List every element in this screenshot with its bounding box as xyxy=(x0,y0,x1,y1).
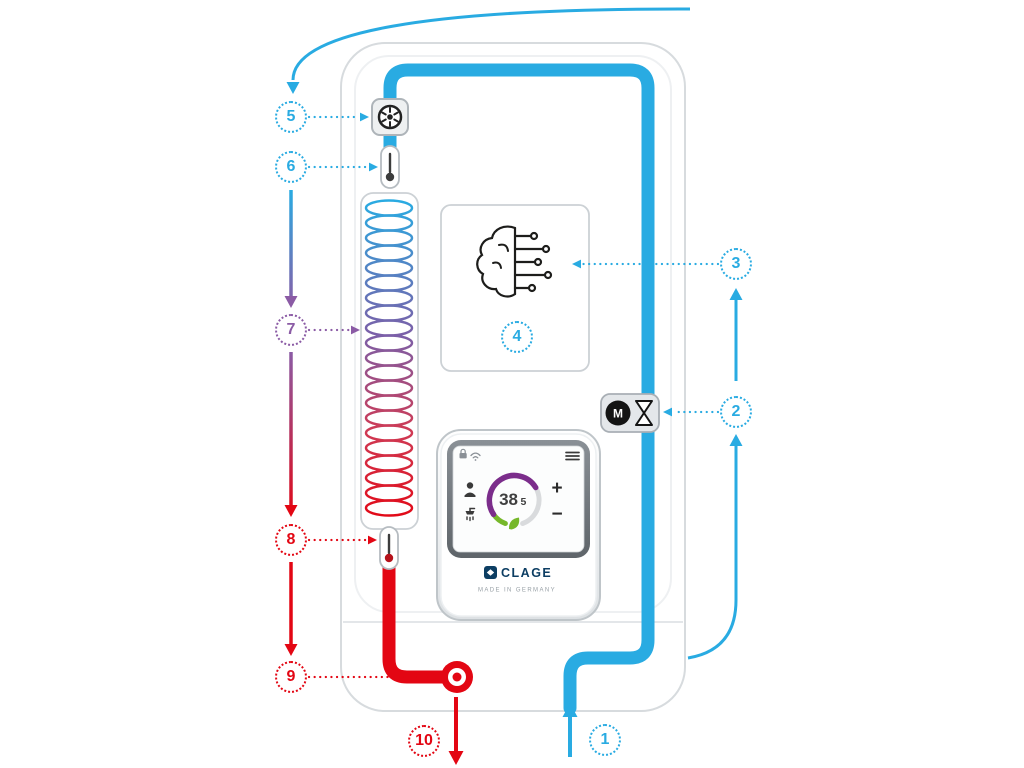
temperature-decimal: 5 xyxy=(521,496,527,508)
brain-circuit-icon xyxy=(476,225,553,298)
callout-5-flow-sensor: 5 xyxy=(275,101,307,133)
temperature-value: 38 xyxy=(499,490,518,509)
cold-water-pipe xyxy=(383,63,655,715)
menu-icon xyxy=(565,451,580,461)
heating-element-card xyxy=(360,192,419,530)
callout-6-inlet-sensor: 6 xyxy=(275,151,307,183)
brand-logo: CLAGE xyxy=(484,566,552,580)
made-in-label: MADE IN GERMANY xyxy=(478,588,556,594)
callout-2-motor-valve: 2 xyxy=(720,396,752,428)
wifi-icon xyxy=(470,452,481,461)
motor-valve-icon: M xyxy=(600,393,660,433)
hot-water-outlet-icon xyxy=(441,661,473,693)
control-panel: 38 5 + − CLAGE MADE IN GERMANY xyxy=(436,429,601,621)
shower-icon xyxy=(465,507,476,522)
callout-3-electronics: 3 xyxy=(720,248,752,280)
callout-8-outlet-sensor: 8 xyxy=(275,524,307,556)
callout-leader-lines xyxy=(307,115,720,679)
callout-1-cold-water-inlet: 1 xyxy=(589,724,621,756)
callout-leader-arrowheads xyxy=(351,112,672,682)
temperature-gauge-arc xyxy=(486,472,542,526)
callout-4-control-unit: 4 xyxy=(501,321,533,353)
inlet-thermometer-icon xyxy=(380,145,400,189)
flow-sensor-icon xyxy=(371,98,409,136)
plus-button: + xyxy=(551,478,562,499)
flow-direction-arrows xyxy=(284,7,743,765)
outlet-thermometer-icon xyxy=(379,526,399,570)
hot-water-pipe xyxy=(382,549,451,684)
electronics-card xyxy=(440,204,590,372)
display-screen xyxy=(452,445,585,553)
heating-coil-icon xyxy=(364,199,414,517)
callout-9-hot-outlet: 9 xyxy=(275,661,307,693)
minus-button: − xyxy=(551,504,562,525)
leaf-icon xyxy=(508,517,520,530)
brand-name: CLAGE xyxy=(501,566,552,580)
valve-motor-label: M xyxy=(613,407,623,421)
callout-7-heating-element: 7 xyxy=(275,314,307,346)
callout-10-hot-water-out: 10 xyxy=(408,725,440,757)
user-icon xyxy=(464,482,476,497)
lock-icon xyxy=(459,448,467,459)
